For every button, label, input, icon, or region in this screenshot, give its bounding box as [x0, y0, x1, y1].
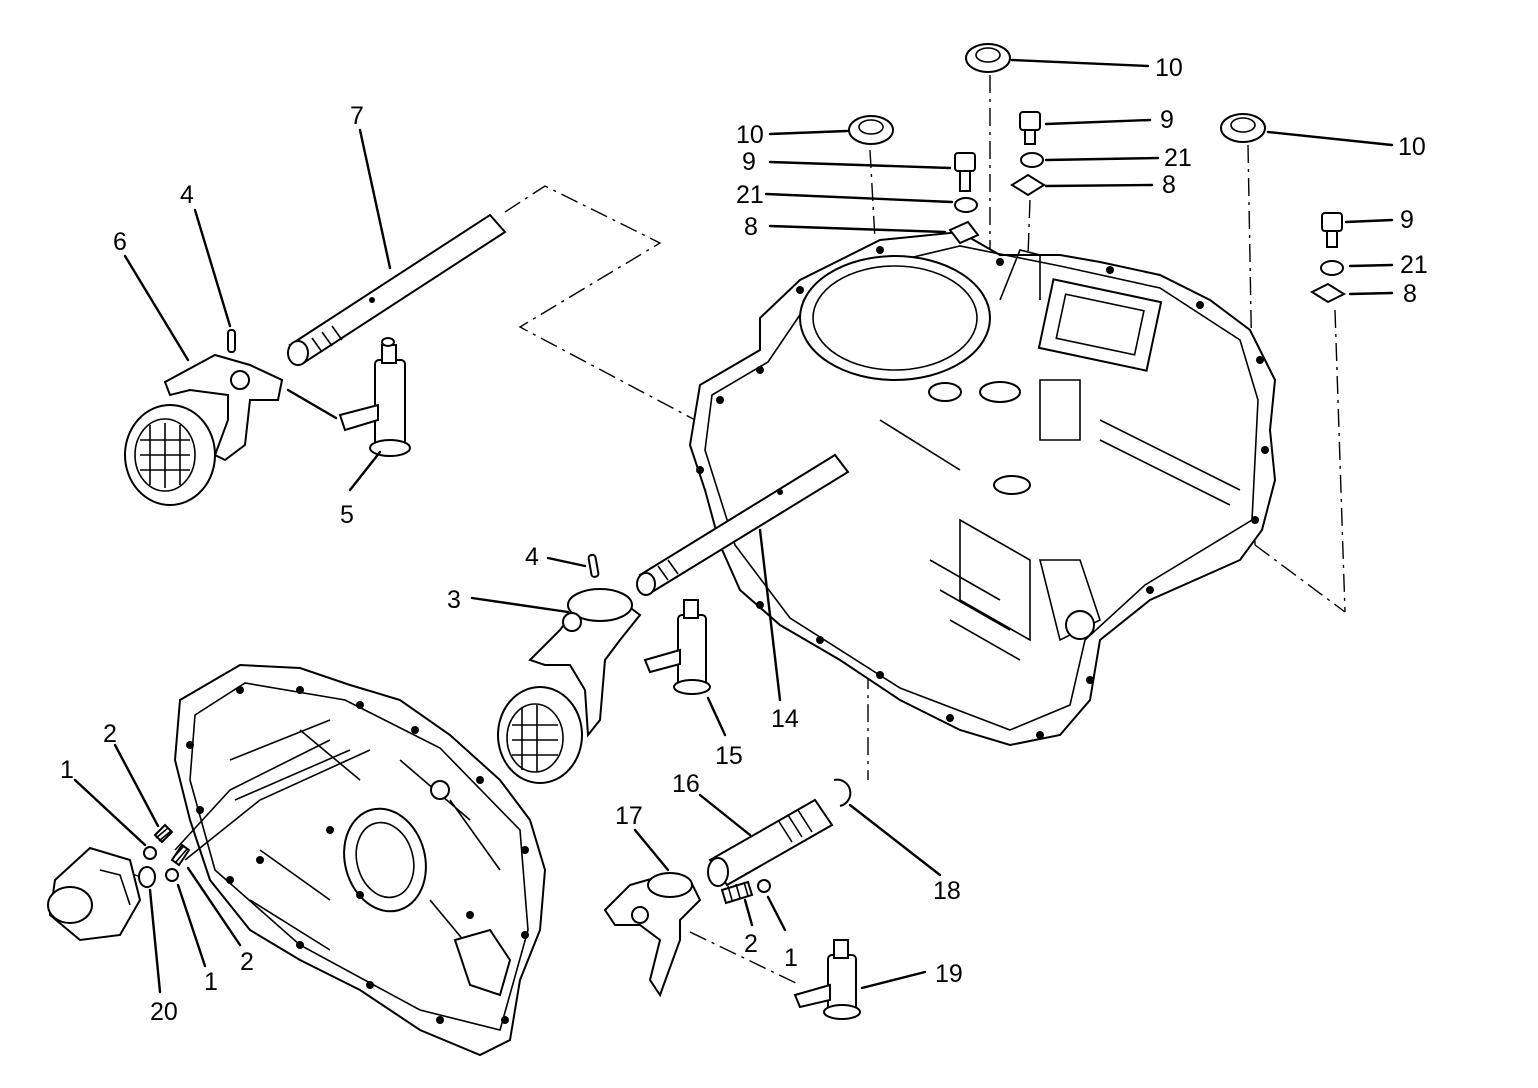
callout-2-lower: 2	[744, 930, 758, 958]
callout-8-left: 8	[744, 213, 758, 241]
detent-springs	[138, 739, 371, 888]
callout-10-top: 10	[1155, 54, 1183, 82]
callout-2-bottom: 2	[240, 948, 254, 976]
callout-15: 15	[715, 742, 743, 770]
transaxle-case	[688, 230, 1277, 747]
callout-4-middle: 4	[525, 543, 539, 571]
callout-18: 18	[933, 877, 961, 905]
middle-shift-assembly	[497, 453, 850, 784]
callout-1-top-left: 1	[60, 756, 74, 784]
hardware-items	[848, 43, 1347, 304]
callout-9-top: 9	[1160, 106, 1174, 134]
callout-4-upper: 4	[180, 181, 194, 209]
detent-cover	[47, 846, 142, 942]
callout-21-left: 21	[736, 181, 764, 209]
callout-8-top: 8	[1162, 171, 1176, 199]
callout-1-bottom: 1	[204, 968, 218, 996]
upper-shift-assembly	[124, 213, 507, 506]
callout-17: 17	[615, 802, 643, 830]
callout-14: 14	[771, 705, 799, 733]
callout-10-left: 10	[736, 121, 764, 149]
lower-shift-assembly	[603, 778, 861, 1020]
callout-9-left: 9	[742, 148, 756, 176]
end-cover	[173, 663, 547, 1057]
callout-21-right: 21	[1400, 251, 1428, 279]
callout-labels: 10 10 10 9 9 9 21 21 21 8 8 8 7 4 6 5 4 …	[60, 54, 1428, 1026]
callout-9-right: 9	[1400, 206, 1414, 234]
callout-20: 20	[150, 998, 178, 1026]
callout-7: 7	[350, 102, 364, 130]
callout-19: 19	[935, 960, 963, 988]
leader-lines	[73, 58, 1394, 994]
callout-3: 3	[447, 586, 461, 614]
callout-6: 6	[113, 228, 127, 256]
callout-21-top: 21	[1164, 144, 1192, 172]
callout-1-lower: 1	[784, 944, 798, 972]
callout-2-top-left: 2	[103, 720, 117, 748]
callout-5: 5	[340, 501, 354, 529]
callout-8-right: 8	[1403, 280, 1417, 308]
callout-10-right: 10	[1398, 133, 1426, 161]
callout-16: 16	[672, 770, 700, 798]
